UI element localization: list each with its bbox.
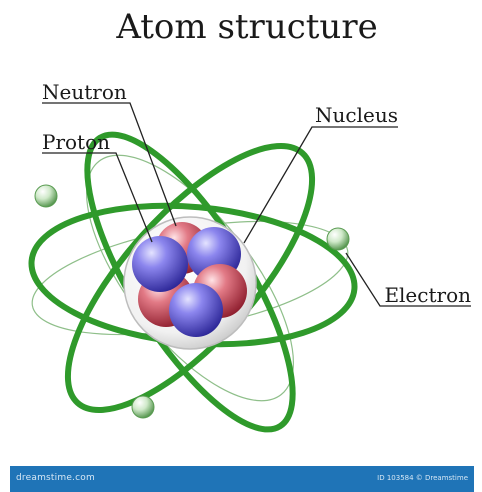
electron-particle <box>131 395 155 419</box>
neutron-leader <box>42 102 177 227</box>
proton-label: Proton <box>42 130 110 154</box>
footer-source-text: dreamstime.com <box>16 473 95 483</box>
electron-label: Electron <box>384 283 471 307</box>
proton-particle <box>132 236 188 292</box>
electrons <box>34 184 350 419</box>
proton-leader <box>42 152 153 243</box>
electron-leader <box>345 252 471 307</box>
nucleus-label: Nucleus <box>315 103 398 127</box>
electron-particle <box>326 227 350 251</box>
footer-id-text: ID 103584 © Dreamstime <box>377 474 468 482</box>
nucleus-leader <box>243 126 398 244</box>
nucleus <box>132 222 247 337</box>
proton-particle <box>169 283 223 337</box>
footer-bar: dreamstime.com ID 103584 © Dreamstime <box>10 466 474 492</box>
neutron-label: Neutron <box>42 80 127 104</box>
diagram-title: Atom structure <box>115 7 377 47</box>
electron-particle <box>34 184 58 208</box>
leader-lines <box>42 102 471 307</box>
